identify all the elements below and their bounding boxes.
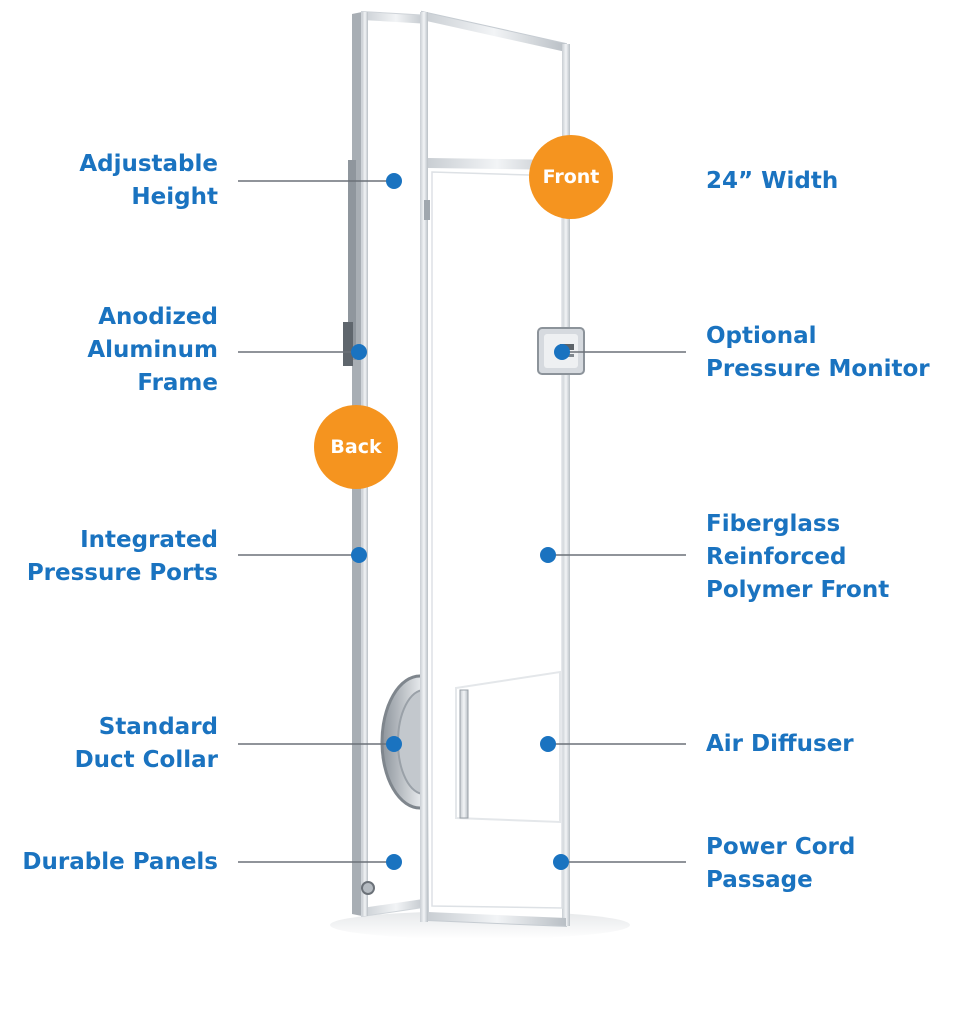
callout-dot-standard-duct-collar [386, 736, 402, 752]
back-badge [314, 405, 398, 489]
label-optional-pressure-monitor: Optional Pressure Monitor [706, 323, 930, 382]
callout-dot-durable-panels [386, 854, 402, 870]
label-durable-panels: Durable Panels [22, 849, 218, 875]
label-integrated-pressure-ports: Integrated Pressure Ports [26, 527, 218, 586]
callout-dot-adjustable-height [386, 173, 402, 189]
air-diffuser [455, 670, 561, 824]
label-standard-duct-collar: Standard Duct Collar [74, 714, 218, 773]
label-air-diffuser: Air Diffuser [706, 731, 854, 757]
label-adjustable-height: Adjustable Height [79, 151, 218, 210]
callout-dot-fiberglass-front [540, 547, 556, 563]
callout-dot-air-diffuser [540, 736, 556, 752]
front-panel [420, 10, 585, 928]
back-badge-label: Back [330, 436, 382, 458]
front-badge-label: Front [542, 166, 600, 188]
callout-dot-anodized-aluminum-frame [351, 344, 367, 360]
front-badge [529, 135, 613, 219]
label-24-width: 24” Width [706, 168, 839, 194]
callout-dot-integrated-pressure-ports [351, 547, 367, 563]
callout-dot-power-cord-passage [553, 854, 569, 870]
leader-lines [238, 173, 686, 870]
label-power-cord-passage: Power Cord Passage [706, 834, 856, 893]
label-fiberglass-reinforced-polymer-front: Fiberglass Reinforced Polymer Front [706, 511, 890, 603]
label-anodized-aluminum-frame: Anodized Aluminum Frame [87, 304, 218, 396]
callout-dot-optional-pressure-monitor [554, 344, 570, 360]
